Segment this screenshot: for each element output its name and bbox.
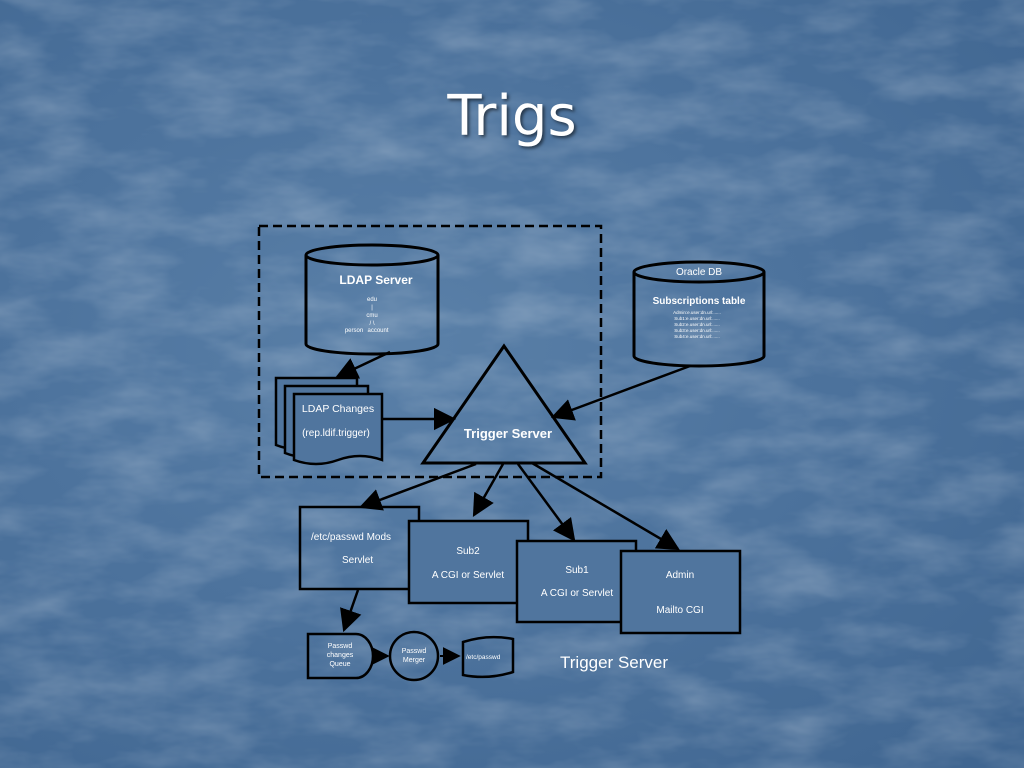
oracle-db-cylinder: Oracle DB Subscriptions table Admin:e.us… xyxy=(632,260,766,368)
trigger-server-triangle: Trigger Server xyxy=(420,343,588,465)
subscriptions-table-label: Subscriptions table xyxy=(653,296,746,307)
subscription-row: Admin:e.user:dn.url:...... xyxy=(673,310,721,315)
ldap-tree-mid: cmu xyxy=(366,313,377,319)
subscription-row: Sub3:e.user:dn.url:...... xyxy=(674,328,720,333)
ldap-tree-branch: | xyxy=(371,305,373,311)
sub2-desc: A CGI or Servlet xyxy=(432,570,504,581)
arrow-trigger-to-passwd-servlet xyxy=(358,462,477,511)
arrow-ldap-to-changes xyxy=(334,350,391,379)
etc-passwd-label: /etc/passwd xyxy=(466,654,501,661)
ldap-tree-left: person xyxy=(345,328,363,334)
sub2-box: Sub2 A CGI or Servlet xyxy=(407,519,530,605)
passwd-merger-circle: Passwd Merger xyxy=(388,630,440,682)
arrow-oracle-to-trigger xyxy=(550,364,691,421)
passwd-mods-servlet-box: /etc/passwd Mods Servlet xyxy=(298,505,421,591)
admin-desc: Mailto CGI xyxy=(656,605,703,616)
etc-passwd-file: /etc/passwd xyxy=(461,635,515,679)
passwd-changes-queue: Passwd changes Queue xyxy=(306,632,375,680)
sub1-box: Sub1 A CGI or Servlet xyxy=(515,539,638,624)
queue-line1: Passwd xyxy=(328,643,353,650)
dashed-boundary xyxy=(257,224,603,479)
arrow-trigger-to-sub2 xyxy=(472,463,505,517)
ldap-tree-fork: / \ xyxy=(369,321,374,327)
trigger-server-label: Trigger Server xyxy=(464,426,552,441)
subscription-row: Sub1:e.user:dn.url:...... xyxy=(674,316,720,321)
ldap-server-cylinder: LDAP Server edu | cmu / \ person account xyxy=(304,243,440,356)
sub1-label: Sub1 xyxy=(565,565,589,576)
ldap-changes-label: LDAP Changes xyxy=(302,403,374,415)
ldap-server-label: LDAP Server xyxy=(339,273,412,287)
ldap-changes-file: (rep.ldif.trigger) xyxy=(302,428,370,439)
oracle-db-label: Oracle DB xyxy=(676,267,722,278)
passwd-servlet-line2: Servlet xyxy=(342,555,373,566)
subscription-row: Sub4:e.user:dn.url:...... xyxy=(674,334,720,339)
admin-box: Admin Mailto CGI xyxy=(619,549,742,635)
queue-line2: changes xyxy=(327,652,354,659)
ldap-changes-documents: LDAP Changes (rep.ldif.trigger) xyxy=(274,376,384,466)
merger-line2: Merger xyxy=(403,657,426,664)
arrow-trigger-to-sub1 xyxy=(516,463,576,542)
sub1-desc: A CGI or Servlet xyxy=(541,588,613,599)
slide-title: Trigs xyxy=(447,84,577,149)
arrow-servlet-to-queue xyxy=(340,589,362,633)
ldap-tree-root: edu xyxy=(367,297,377,303)
ldap-tree-right: account xyxy=(367,328,388,334)
admin-label: Admin xyxy=(666,570,694,581)
sub2-label: Sub2 xyxy=(456,546,480,557)
queue-line3: Queue xyxy=(329,661,350,668)
merger-line1: Passwd xyxy=(402,648,427,655)
arrow-trigger-to-admin xyxy=(531,461,680,551)
passwd-servlet-line1: /etc/passwd Mods xyxy=(311,532,391,543)
subscription-row: Sub2:e.user:dn.url:...... xyxy=(674,322,720,327)
diagram-caption: Trigger Server xyxy=(560,653,668,672)
